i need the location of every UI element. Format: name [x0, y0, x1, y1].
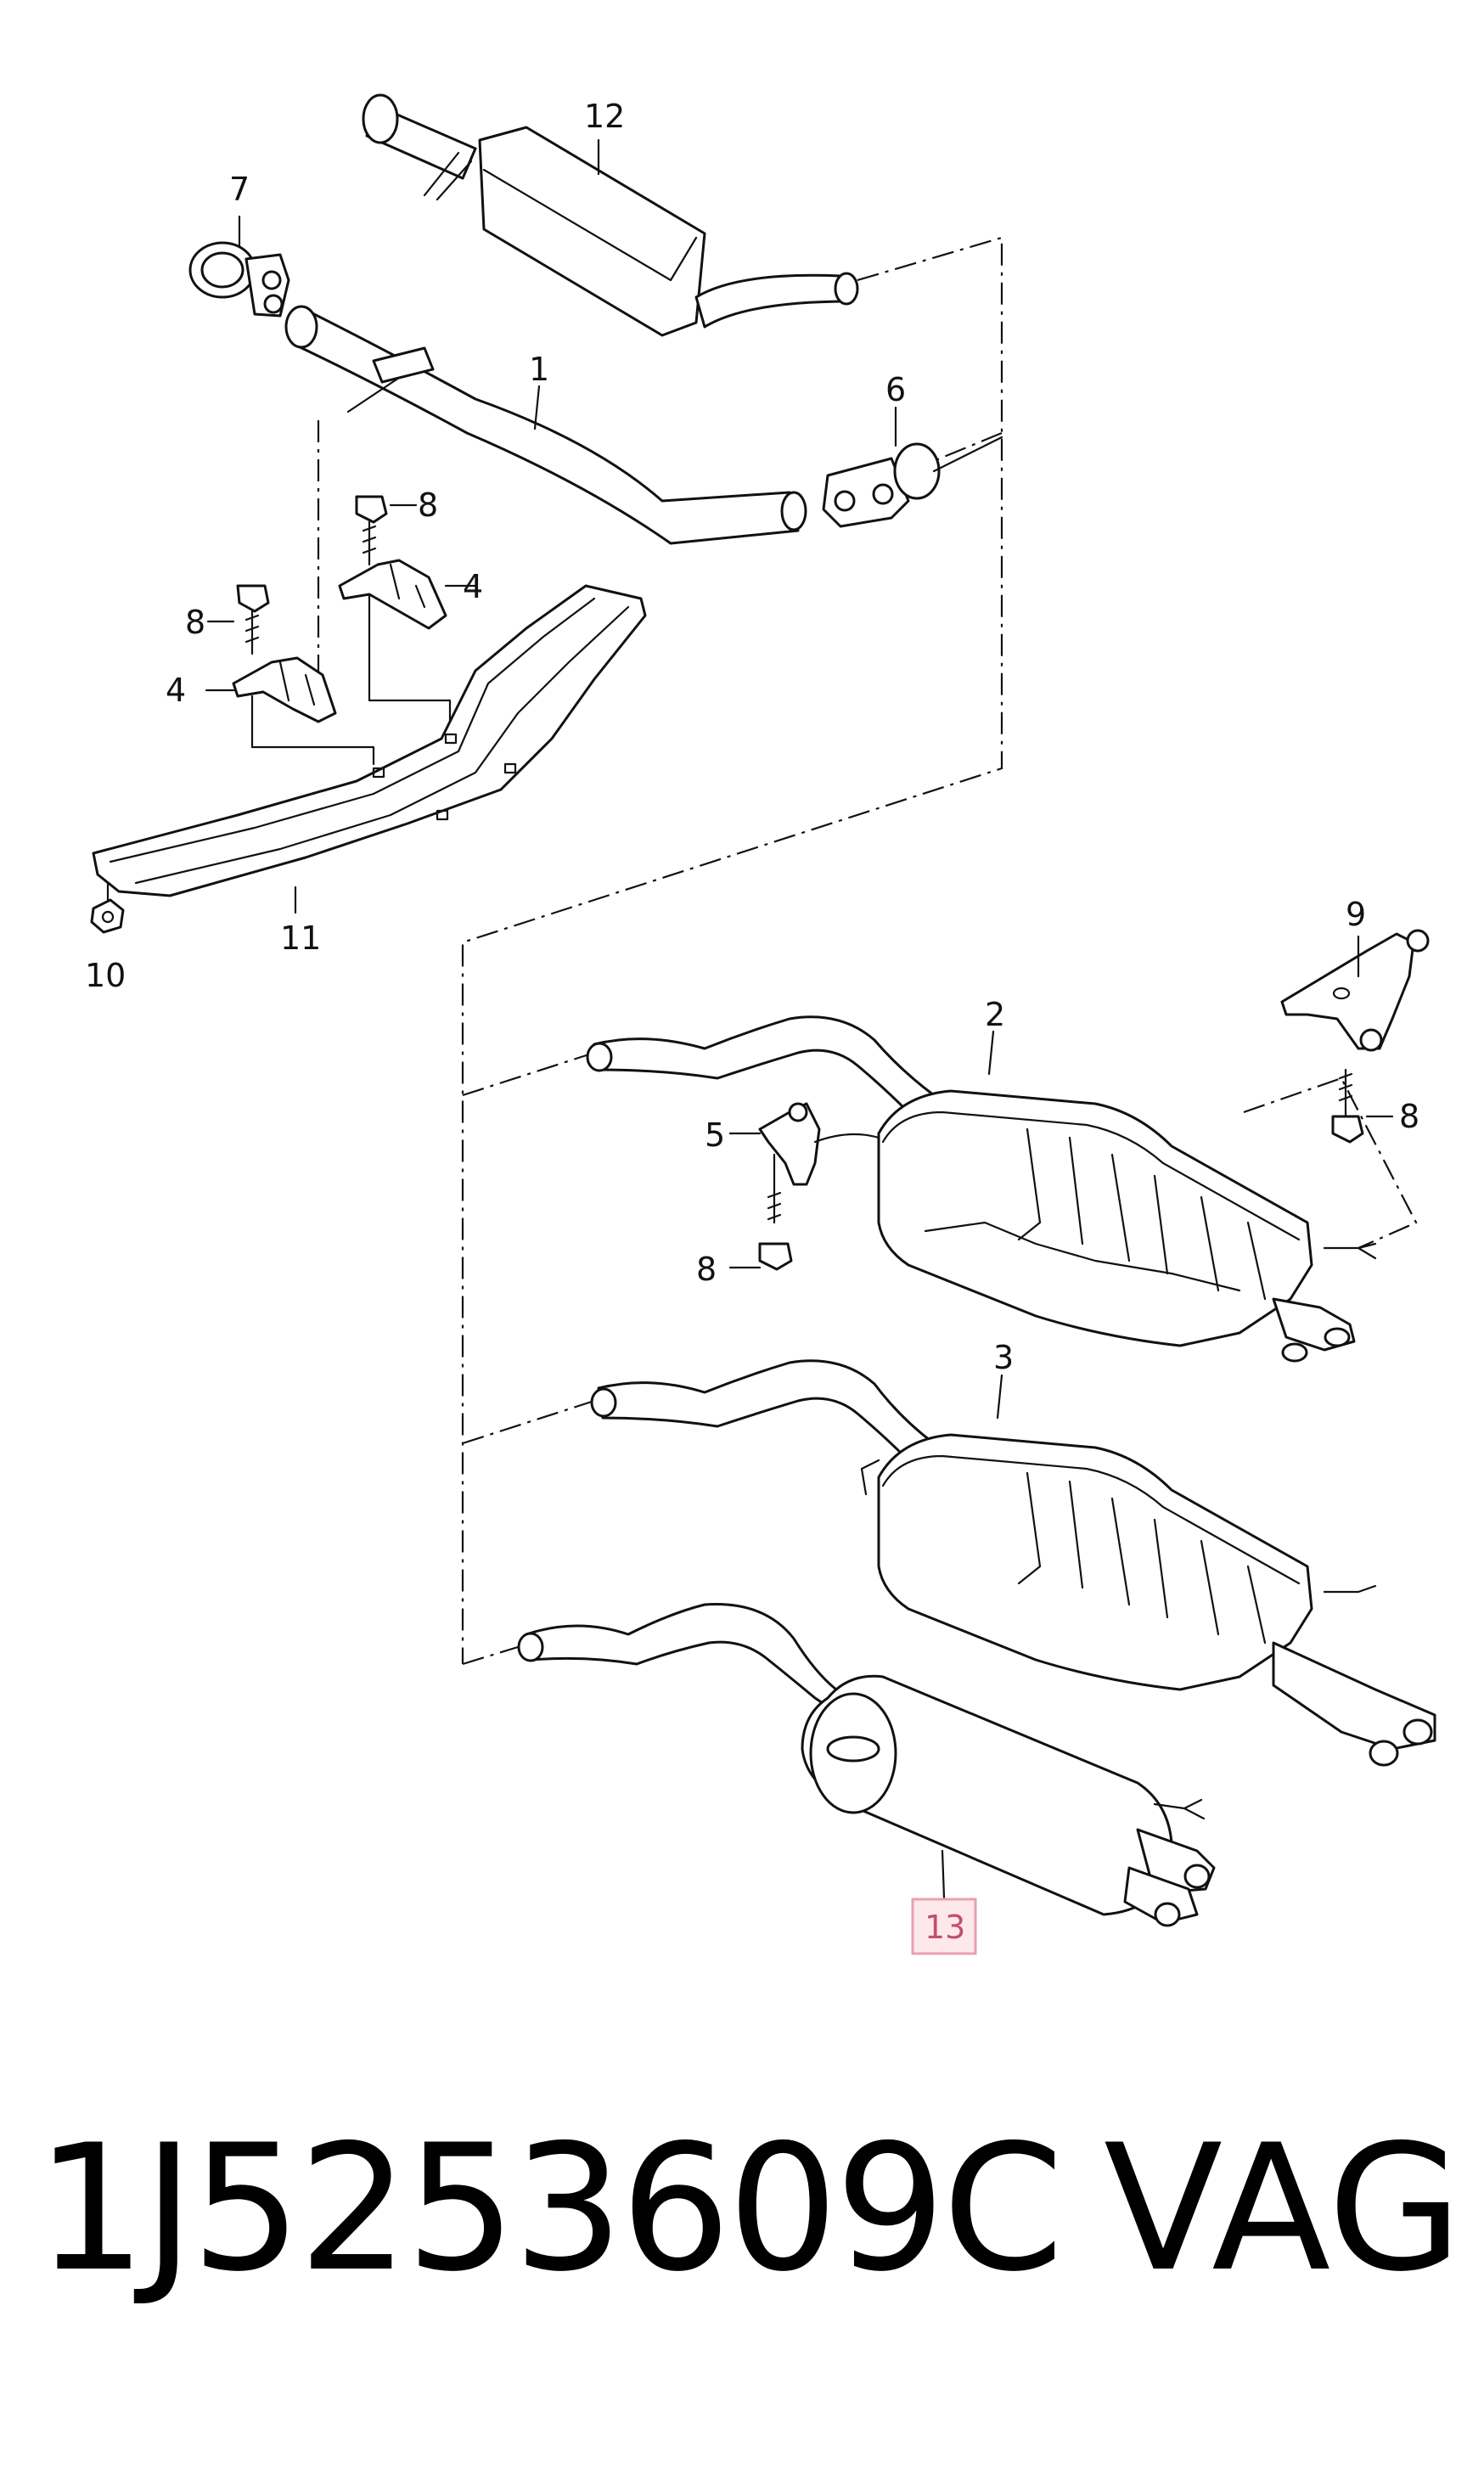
- part-8-bolt-right: [1331, 1068, 1364, 1144]
- callout-10: 10: [85, 957, 126, 994]
- part-1-intermediate-pipe: [284, 305, 807, 545]
- leader-lines: [205, 138, 1394, 1899]
- part-2-rear-silencer: [586, 1015, 1377, 1363]
- callout-3: 3: [993, 1339, 1014, 1376]
- callout-labels: 12 7 1 6 8 4 8 4 11 10 9 2 8 5 8 3 13: [85, 98, 1419, 1955]
- callout-8-middle: 8: [696, 1251, 717, 1288]
- callout-11: 11: [280, 919, 321, 957]
- callout-1: 1: [529, 351, 549, 388]
- part-13-rear-muffler: [517, 1603, 1216, 1927]
- callout-13: 13: [925, 1909, 965, 1946]
- part-11-heat-shield: [92, 584, 647, 897]
- part-4-bracket-upper: [338, 559, 447, 630]
- callout-8-left: 8: [185, 604, 205, 641]
- callout-13-highlight-box[interactable]: [911, 1898, 977, 1955]
- brand-name: VAG: [1104, 2108, 1463, 2310]
- part-8-bolt-middle: [758, 1153, 793, 1271]
- callout-4-upper: 4: [463, 568, 483, 605]
- part-7-clamp: [188, 241, 290, 318]
- bracket-link-lines: [250, 593, 452, 766]
- callout-2: 2: [985, 996, 1005, 1033]
- exhaust-system-diagram: 12 7 1 6 8 4 8 4 11 10 9 2 8 5 8 3 13: [85, 93, 1436, 1955]
- callout-4-lower: 4: [166, 672, 186, 709]
- callout-8-right: 8: [1399, 1098, 1419, 1135]
- part-5-hanger: [758, 1102, 880, 1186]
- callout-12: 12: [584, 98, 625, 135]
- callout-6: 6: [885, 371, 906, 408]
- part-8-bolt-left: [236, 584, 270, 655]
- part-12-front-pipe-muffler: [362, 93, 859, 337]
- callout-9: 9: [1346, 896, 1366, 933]
- callout-5: 5: [705, 1116, 725, 1154]
- part-number: 1J5253609C: [36, 2108, 1064, 2310]
- part-10-nut: [90, 881, 125, 934]
- part-3-rear-silencer: [590, 1359, 1436, 1767]
- part-6-clamp: [822, 436, 1003, 528]
- part-4-bracket-lower: [232, 656, 337, 723]
- part-8-bolt-upper: [355, 495, 388, 566]
- callout-8-upper: 8: [418, 486, 438, 524]
- part-9-hanger-bracket: [1280, 929, 1430, 1052]
- callout-7: 7: [229, 171, 250, 208]
- assembly-dash-lines: [317, 236, 1418, 1666]
